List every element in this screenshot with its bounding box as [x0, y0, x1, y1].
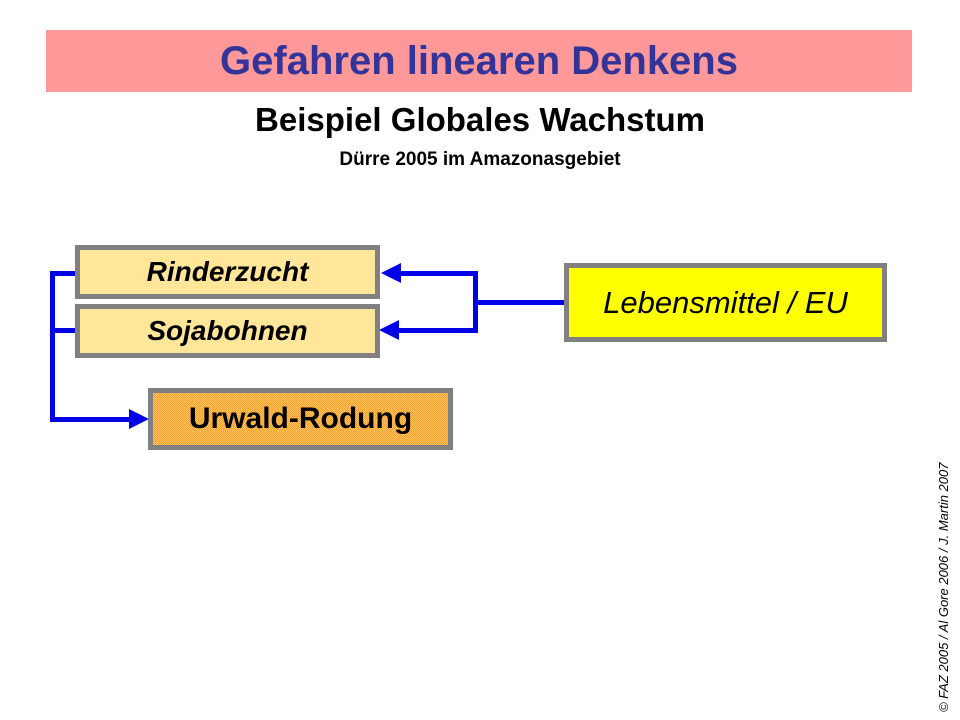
- node-rinderzucht-label: Rinderzucht: [146, 256, 309, 287]
- connector-to-urwald: [50, 417, 132, 422]
- copyright-credit: © FAZ 2005 / Al Gore 2006 / J. Martin 20…: [936, 462, 951, 712]
- node-sojabohnen: Sojabohnen: [75, 304, 380, 358]
- arrowhead-to-sojabohnen: [379, 320, 399, 340]
- node-rinderzucht: Rinderzucht: [75, 245, 380, 299]
- slide-subtitle: Beispiel Globales Wachstum: [255, 101, 705, 138]
- slide-sub-subtitle: Dürre 2005 im Amazonasgebiet: [339, 149, 621, 170]
- node-urwald-rodung-label: Urwald-Rodung: [188, 402, 413, 435]
- node-lebensmittel-eu-label: Lebensmittel / EU: [603, 284, 848, 320]
- title-banner: Gefahren linearen Denkens: [46, 30, 912, 92]
- arrowhead-to-rinderzucht: [381, 263, 401, 283]
- connector-left-vertical: [50, 271, 55, 422]
- connector-to-sojabohnen: [398, 328, 478, 333]
- connector-right-vertical: [473, 271, 478, 333]
- connector-rinderzucht-stub: [50, 271, 76, 276]
- slide-title: Gefahren linearen Denkens: [220, 38, 738, 83]
- node-lebensmittel-eu: Lebensmittel / EU: [564, 263, 887, 342]
- connector-to-rinderzucht: [400, 271, 478, 276]
- connector-from-lebensmittel: [473, 300, 565, 305]
- arrowhead-to-urwald: [129, 409, 149, 429]
- connector-sojabohnen-stub: [50, 328, 76, 333]
- node-urwald-rodung: Urwald-Rodung: [148, 388, 453, 450]
- node-sojabohnen-label: Sojabohnen: [147, 315, 308, 346]
